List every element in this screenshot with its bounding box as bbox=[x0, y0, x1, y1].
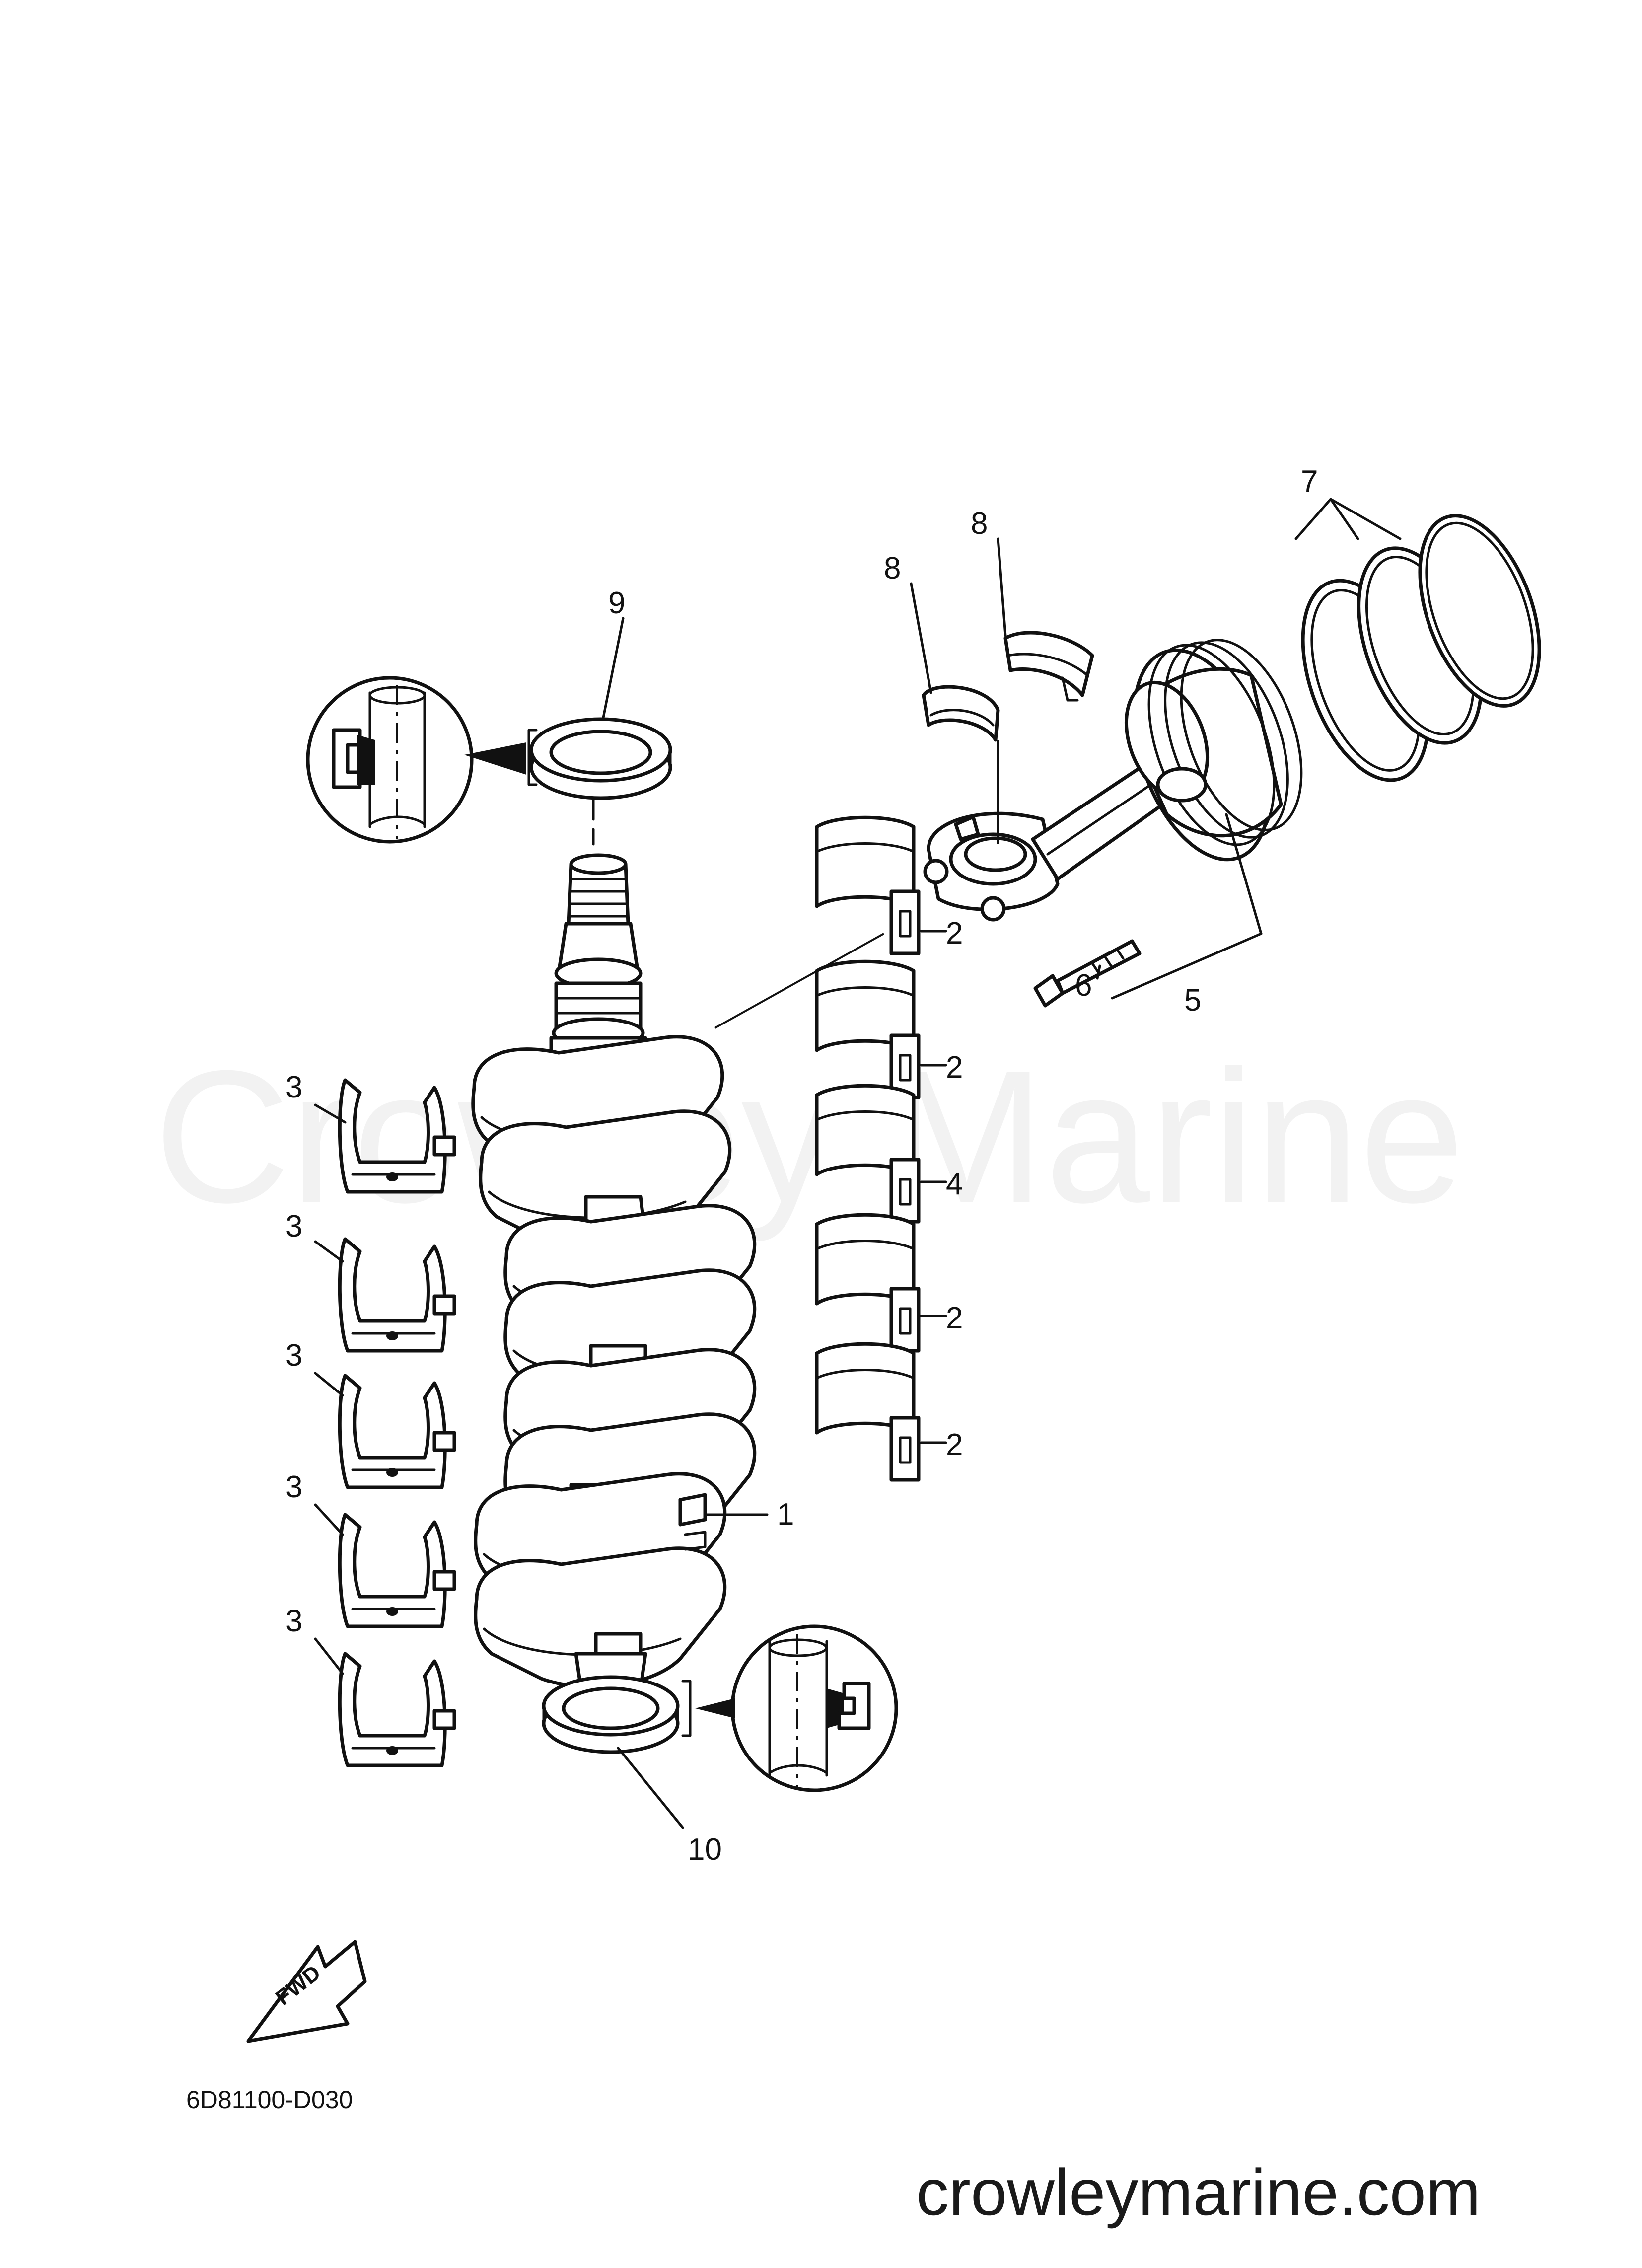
crankshaft bbox=[473, 798, 755, 1700]
callout-2-c: 2 bbox=[946, 1301, 963, 1335]
callout-2-a: 2 bbox=[946, 916, 963, 951]
callout-6: 6 bbox=[1075, 968, 1092, 1003]
seal-detail-upper bbox=[306, 676, 526, 844]
website-url[interactable]: crowleymarine.com bbox=[916, 2156, 1481, 2229]
callout-9: 9 bbox=[608, 586, 625, 620]
callout-1: 1 bbox=[777, 1497, 794, 1532]
watermark-text: Crowley Marine bbox=[154, 1031, 1465, 1243]
callout-10: 10 bbox=[688, 1832, 722, 1867]
callout-4: 4 bbox=[946, 1167, 963, 1201]
oil-seal-lower bbox=[542, 1675, 692, 1754]
piston-ring-set bbox=[1301, 514, 1541, 782]
callout-3-a: 3 bbox=[286, 1070, 302, 1104]
diagram-code: 6D81100-D030 bbox=[186, 2086, 353, 2114]
conrod-bearing-8-b bbox=[1003, 631, 1094, 702]
callout-3-b: 3 bbox=[286, 1209, 302, 1244]
callout-7: 7 bbox=[1301, 464, 1318, 499]
leader-lines bbox=[314, 498, 1402, 1829]
seal-detail-lower bbox=[695, 1624, 898, 1792]
main-bearing-2-c bbox=[817, 1215, 919, 1351]
main-bearing-3-b bbox=[340, 1239, 454, 1351]
callout-3-c: 3 bbox=[286, 1338, 302, 1373]
main-bearing-3-e bbox=[340, 1654, 454, 1765]
main-bearing-2-a bbox=[817, 817, 919, 953]
main-bearing-3-d bbox=[340, 1515, 454, 1626]
main-bearing-2-d bbox=[817, 1344, 919, 1480]
callout-3-d: 3 bbox=[286, 1470, 302, 1504]
callout-3-e: 3 bbox=[286, 1604, 302, 1638]
main-bearing-3-c bbox=[340, 1376, 454, 1487]
callout-8-b: 8 bbox=[971, 507, 988, 541]
alignment-line-crankpin bbox=[714, 933, 884, 1029]
connecting-rod bbox=[923, 758, 1179, 922]
fwd-arrow-icon: FWD bbox=[246, 1940, 367, 2043]
callout-2-b: 2 bbox=[946, 1050, 963, 1085]
callout-5: 5 bbox=[1184, 983, 1201, 1018]
callout-8-a: 8 bbox=[884, 551, 901, 585]
piston bbox=[1124, 639, 1303, 862]
callout-2-d: 2 bbox=[946, 1428, 963, 1462]
conrod-bearing-8-a bbox=[922, 685, 1000, 742]
oil-seal-upper bbox=[527, 717, 672, 800]
